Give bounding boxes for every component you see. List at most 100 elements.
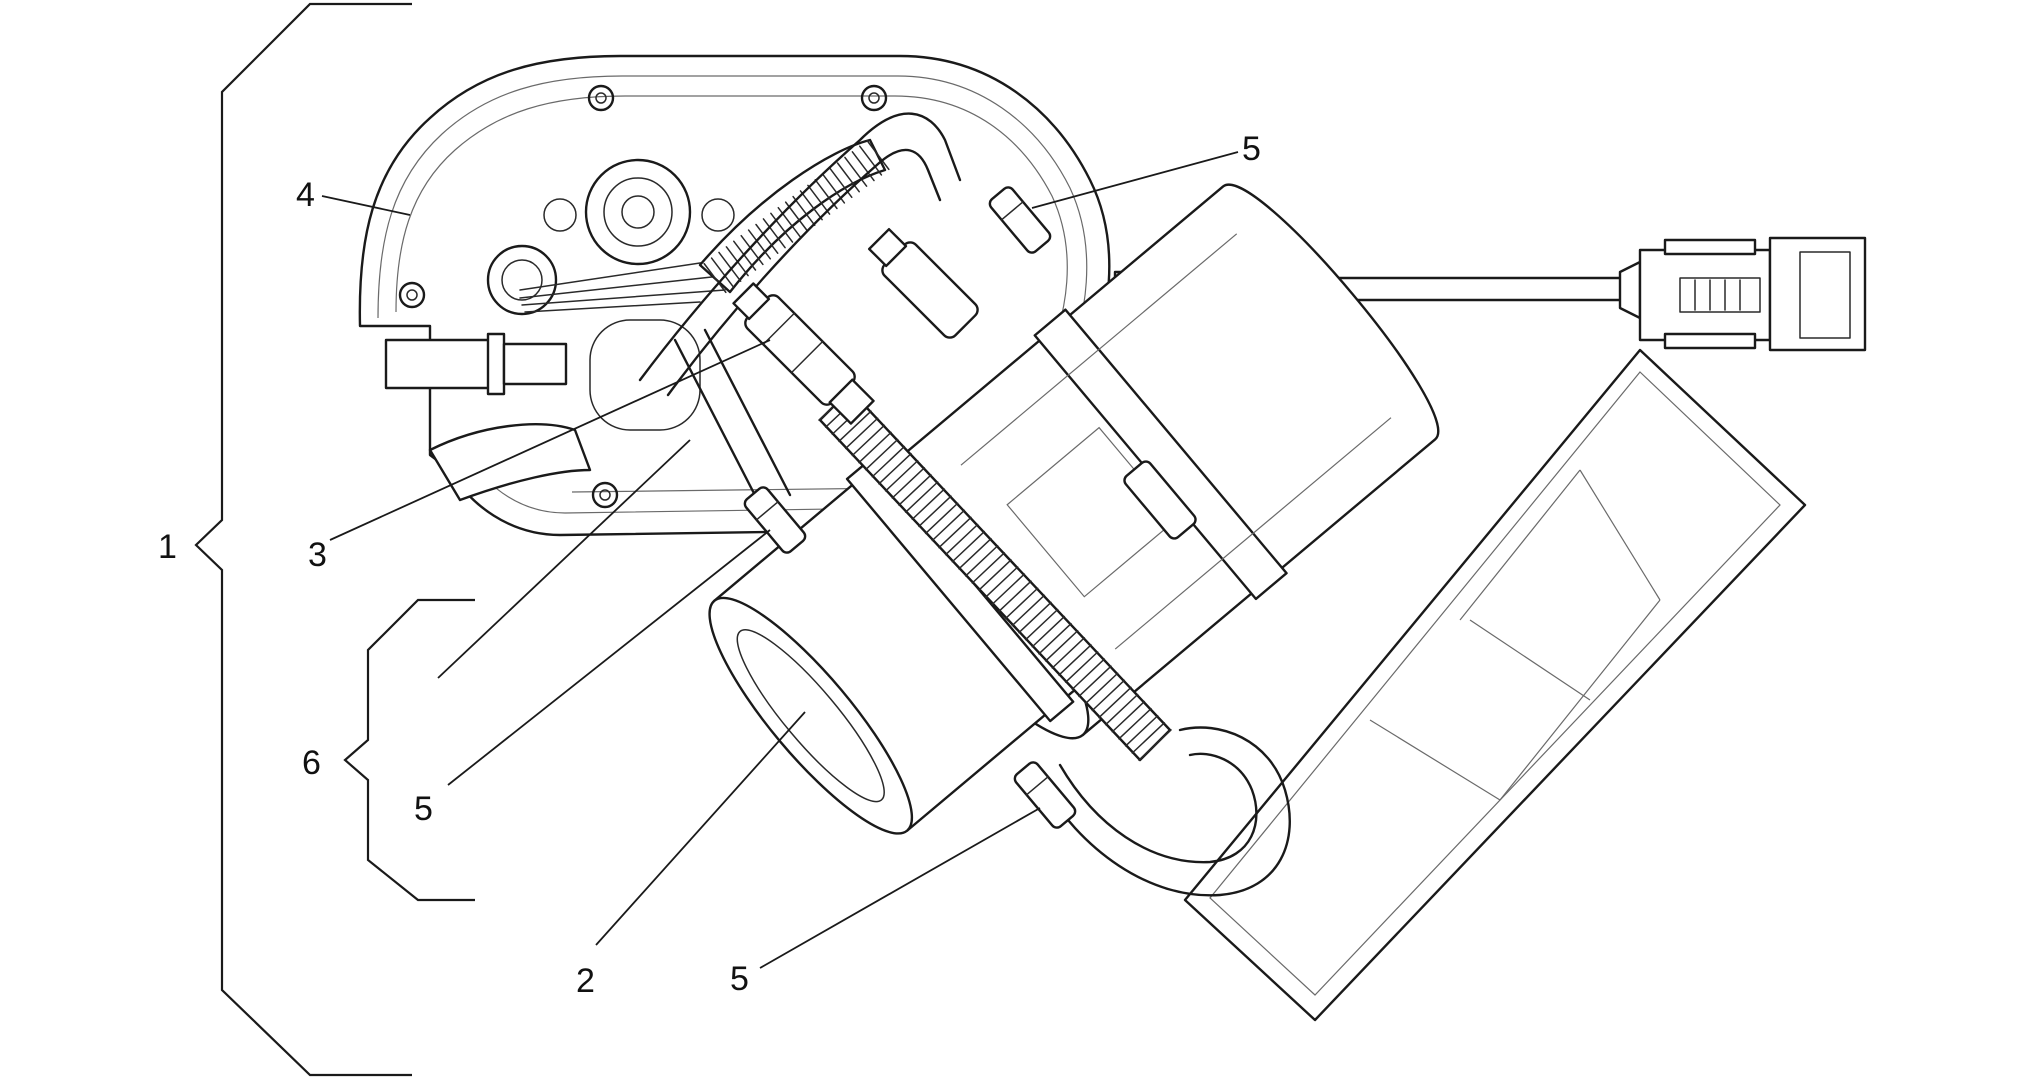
hose-rib [871,445,906,478]
hose-rib [1131,722,1166,754]
hose-rib [747,229,772,260]
callout-5-mid: 5 [414,790,433,828]
hose-rib [1104,693,1139,726]
flange-screw [860,84,888,112]
hose-rib [864,438,899,471]
hose-rib [1084,672,1119,705]
hose-rib [866,139,890,171]
hose-clamp-top [988,186,1052,254]
hose-rib [891,467,926,499]
hose-rib [858,145,883,176]
flange-outlet-nipple [384,332,568,396]
wire-bundle [519,259,731,313]
hose-rib [984,566,1019,598]
flange-bracket-arm [428,423,592,502]
hose-rib [1011,594,1046,627]
callout-6: 6 [302,744,321,782]
hose-rib [807,184,831,215]
hose-rib [703,262,727,294]
fuel-filter-sock [1183,348,1807,1022]
callout-1: 1 [158,528,177,566]
electrical-connector-icon [1618,236,1867,352]
hose-rib [1018,601,1052,634]
hose-rib [964,545,999,577]
flange-screw [587,84,615,112]
hose-rib [838,410,872,443]
hose-rib [1118,707,1152,740]
hose-rib [1031,615,1066,648]
smooth-hose-top-loop [638,112,962,397]
hose-rib [755,223,779,254]
hose-rib [1111,700,1146,733]
hose-rib [1004,587,1039,620]
callout-5-bottom: 5 [730,960,749,998]
hose-rib [762,218,786,249]
hose-rib [770,212,794,243]
hose-rib [1024,608,1059,641]
hose-rib [931,509,966,542]
hose-rib [998,580,1032,613]
hose-rib [836,162,860,193]
leader-5-top [1031,151,1239,209]
leader-4 [321,195,411,216]
hose-rib [938,516,972,549]
flange-screw [398,281,426,309]
hose-rib [958,537,992,570]
hose-rib [918,495,952,528]
bracket-subassembly-6 [343,598,475,902]
smooth-hose-bottom-loop [1038,726,1291,897]
hose-rib [844,156,868,187]
callout-5-top: 5 [1242,130,1261,168]
corrugated-fuel-hose [818,388,1172,762]
callout-2: 2 [576,962,595,1000]
hose-rib [851,424,886,457]
hose-rib [844,417,879,450]
leader-2 [595,711,806,946]
flange-screw [591,481,619,509]
hose-rib [904,481,939,513]
hose-rib [858,431,892,464]
pump-outlet-fitting [867,227,979,339]
hose-rib [884,460,919,492]
callout-4: 4 [296,176,315,214]
hose-rib [1038,622,1072,655]
bracket-assembly-1 [194,2,412,1077]
hose-rib [911,488,946,520]
leader-5-bottom [759,807,1041,969]
hose-rib [792,195,816,227]
hose-rib [1098,686,1132,719]
hose-rib [710,257,735,288]
hose-rib [944,523,979,556]
hose-rib [1138,729,1172,761]
leader-3 [329,339,771,541]
hose-rib [1071,658,1106,690]
hose-rib [1044,630,1079,662]
hose-rib [777,206,801,238]
hose-rib [971,552,1006,584]
hose-rib [851,151,875,182]
pressure-regulator [732,282,875,425]
hose-rib [924,502,959,535]
hose-clamp-bottom [1013,761,1077,829]
hose-rib [1058,644,1092,676]
hose-rib [951,530,986,563]
hose-rib [878,452,912,485]
hose-clamp-mid [743,486,807,554]
hose-rib [1064,651,1099,683]
hose-rib [991,573,1026,605]
leader-5-mid [447,529,771,786]
smooth-hose-vertical [673,328,792,507]
leader-6 [437,439,691,679]
hose-rib [978,559,1012,591]
hose-rib [799,190,823,221]
flange-center-boss [486,158,735,316]
callout-3: 3 [308,536,327,574]
hose-clamp-body [1123,460,1197,540]
hose-rib [740,234,764,266]
hose-rib [1124,715,1159,747]
hose-rib [898,474,932,506]
hose-rib [718,251,742,282]
hose-rib [1078,665,1112,698]
